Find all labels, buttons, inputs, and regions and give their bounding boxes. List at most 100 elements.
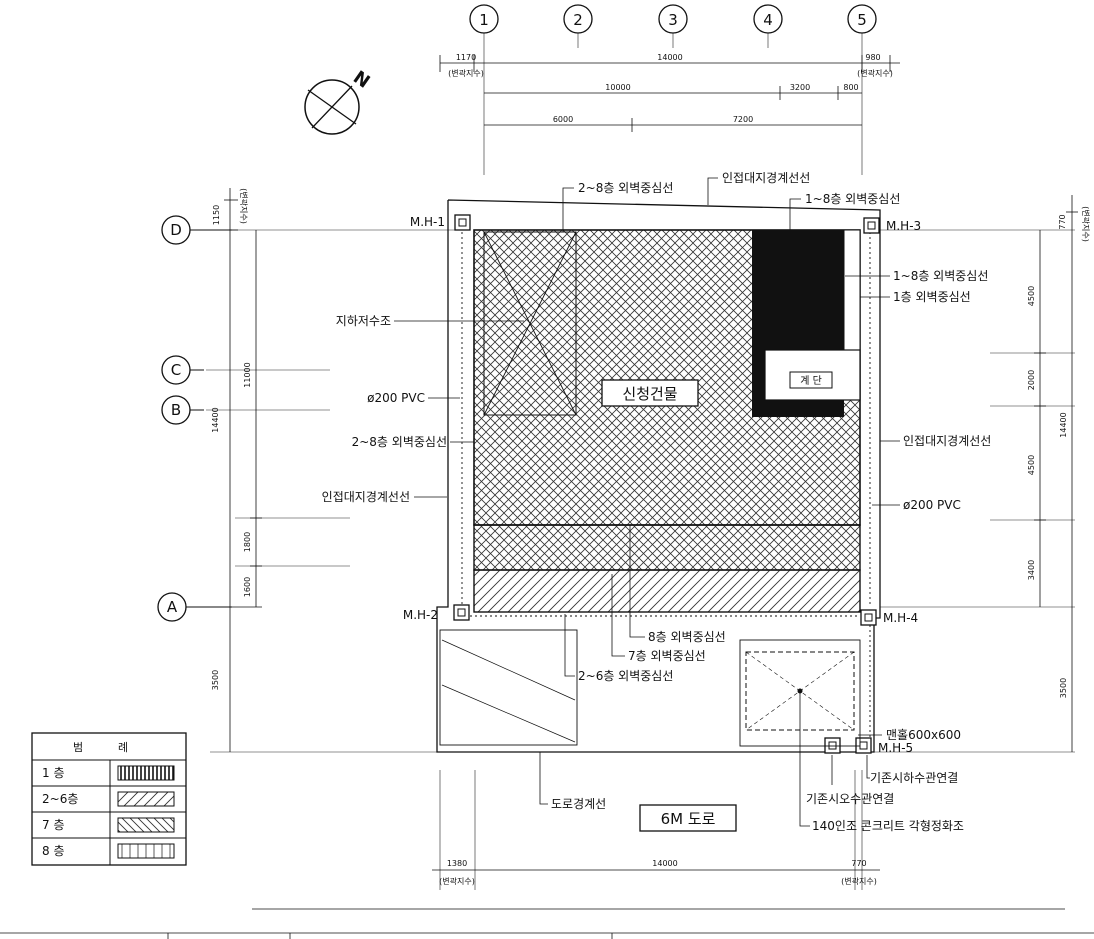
manhole-4: M.H-4 <box>860 609 918 626</box>
manhole-3-label: M.H-3 <box>886 219 921 233</box>
row-grid-label: A <box>167 598 178 616</box>
building-label: 신청건물 <box>622 385 677 403</box>
label-wall-2-8-left: 2~8층 외벽중심선 <box>352 435 447 449</box>
label-existing-sewer: 기존시하수관연결 <box>870 771 958 785</box>
label-wall-8: 8층 외벽중심선 <box>648 630 726 644</box>
legend-swatch-floor-1 <box>117 765 175 781</box>
legend-swatch-floor-7 <box>117 817 175 833</box>
manhole-2: M.H-2 <box>403 604 470 622</box>
label-existing-storm: 기존시오수관연결 <box>806 792 894 806</box>
dim-top-right-margin: 980 <box>865 53 880 62</box>
dim-bottom-right-margin: 770 <box>851 859 866 868</box>
dim-bottom-overall: 14000 <box>652 859 677 868</box>
legend-header-right: 례 <box>118 741 128 754</box>
legend-table: 범 례 1 층 2~6층 7 층 8 층 <box>31 732 187 866</box>
dim-right-span-2: 2000 <box>1027 370 1036 390</box>
building-footprint <box>473 229 861 613</box>
dim-left-overall: 14400 <box>211 407 220 432</box>
label-wall-2-8-top: 2~8층 외벽중심선 <box>578 181 673 195</box>
dim-top-right-note: (변곽지수) <box>857 68 893 78</box>
dim-top-left-margin: 1170 <box>456 53 476 62</box>
dim-right-top-note: (변곽지수) <box>1081 206 1091 242</box>
legend-swatch-floor-2-6 <box>117 791 175 807</box>
dim-right-bottom: 3500 <box>1059 678 1068 698</box>
dim-bottom-left-note: (변곽지수) <box>439 876 475 886</box>
dim-left-mid: 1800 <box>243 532 252 552</box>
legend-row-label: 1 층 <box>42 766 65 780</box>
column-grid-5: 5 <box>847 4 877 34</box>
label-pvc-left: ø200 PVC <box>367 391 425 405</box>
row-grid-label: C <box>171 361 181 379</box>
legend-swatch-floor-8 <box>117 843 175 859</box>
dim-top-span-d: 6000 <box>553 115 573 124</box>
north-arrow: N <box>304 67 374 135</box>
dim-right-top-margin: 770 <box>1058 214 1067 229</box>
row-grid-A: A <box>157 592 232 622</box>
row-grid-label: D <box>170 221 182 239</box>
road-label: 6M 도로 <box>661 810 716 828</box>
dim-left-lower: 1600 <box>243 577 252 597</box>
dim-top-span-e: 7200 <box>733 115 753 124</box>
label-manhole-size: 맨홀600x600 <box>886 728 961 742</box>
column-grid-label: 5 <box>857 11 867 29</box>
dim-right-span-4: 3400 <box>1027 560 1036 580</box>
column-grid-3: 3 <box>658 4 688 34</box>
column-grid-label: 2 <box>573 11 583 29</box>
column-grid-2: 2 <box>563 4 593 34</box>
column-grid-label: 1 <box>479 11 489 29</box>
left-dimension-lines <box>224 188 262 752</box>
dim-left-upper: 11000 <box>243 362 252 387</box>
row-grid-B: B <box>161 395 204 425</box>
right-dimension-lines <box>1034 195 1078 752</box>
row-grid-D: D <box>161 215 232 245</box>
manhole-3: M.H-3 <box>863 217 921 234</box>
stair-label-box <box>789 371 833 389</box>
column-grid-label: 3 <box>668 11 678 29</box>
road-label-box <box>639 804 737 832</box>
manhole-4-label: M.H-4 <box>883 611 918 625</box>
column-grid-1: 1 <box>469 4 499 34</box>
dim-left-top-margin: 1150 <box>212 205 221 225</box>
label-wall-1-8-right: 1~8층 외벽중심선 <box>893 269 988 283</box>
manhole-1: M.H-1 <box>410 214 471 231</box>
label-wall-2-6: 2~6층 외벽중심선 <box>578 669 673 683</box>
drain-pipes <box>461 232 871 742</box>
manhole-2-label: M.H-2 <box>403 608 438 622</box>
label-underground-tank: 지하저수조 <box>336 314 391 328</box>
row-grid-label: B <box>171 401 181 419</box>
label-septic-tank: 140인조 콘크리트 각형정화조 <box>812 819 964 833</box>
dim-left-top-note: (변곽지수) <box>239 188 249 224</box>
legend-row-label: 7 층 <box>42 818 65 832</box>
dim-right-overall: 14400 <box>1059 412 1068 437</box>
manhole-1-label: M.H-1 <box>410 215 445 229</box>
column-grid-4: 4 <box>753 4 783 34</box>
legend-row-label: 8 층 <box>42 844 65 858</box>
row-grid-C: C <box>161 355 204 385</box>
label-wall-7: 7층 외벽중심선 <box>628 649 706 663</box>
building-label-box <box>601 379 699 407</box>
grid-lines <box>206 33 1075 890</box>
label-road-boundary: 도로경계선 <box>551 797 606 811</box>
manhole-5-label: M.H-5 <box>878 741 913 755</box>
dim-top-span-b: 3200 <box>790 83 810 92</box>
label-boundary-right: 인접대지경계선선 <box>903 434 991 448</box>
label-wall-1-8-top: 1~8층 외벽중심선 <box>805 192 900 206</box>
top-dimension-lines <box>439 55 900 132</box>
dim-top-span-c: 800 <box>843 83 858 92</box>
dim-left-bottom: 3500 <box>211 670 220 690</box>
label-boundary-top: 인접대지경계선선 <box>722 171 810 185</box>
dim-top-span-a: 10000 <box>605 83 630 92</box>
stair-label: 계 단 <box>800 375 822 387</box>
label-boundary-left: 인접대지경계선선 <box>322 490 410 504</box>
label-wall-1-right: 1층 외벽중심선 <box>893 290 971 304</box>
legend-header-left: 범 <box>73 741 83 754</box>
dim-top-left-note: (변곽지수) <box>448 68 484 78</box>
dim-right-span-3: 4500 <box>1027 455 1036 475</box>
column-grid-label: 4 <box>763 11 773 29</box>
dim-bottom-left-margin: 1380 <box>447 859 467 868</box>
site-boundary <box>436 199 881 753</box>
title-block-lines <box>0 908 1094 939</box>
leader-lines <box>394 177 900 827</box>
dim-right-span-1: 4500 <box>1027 286 1036 306</box>
